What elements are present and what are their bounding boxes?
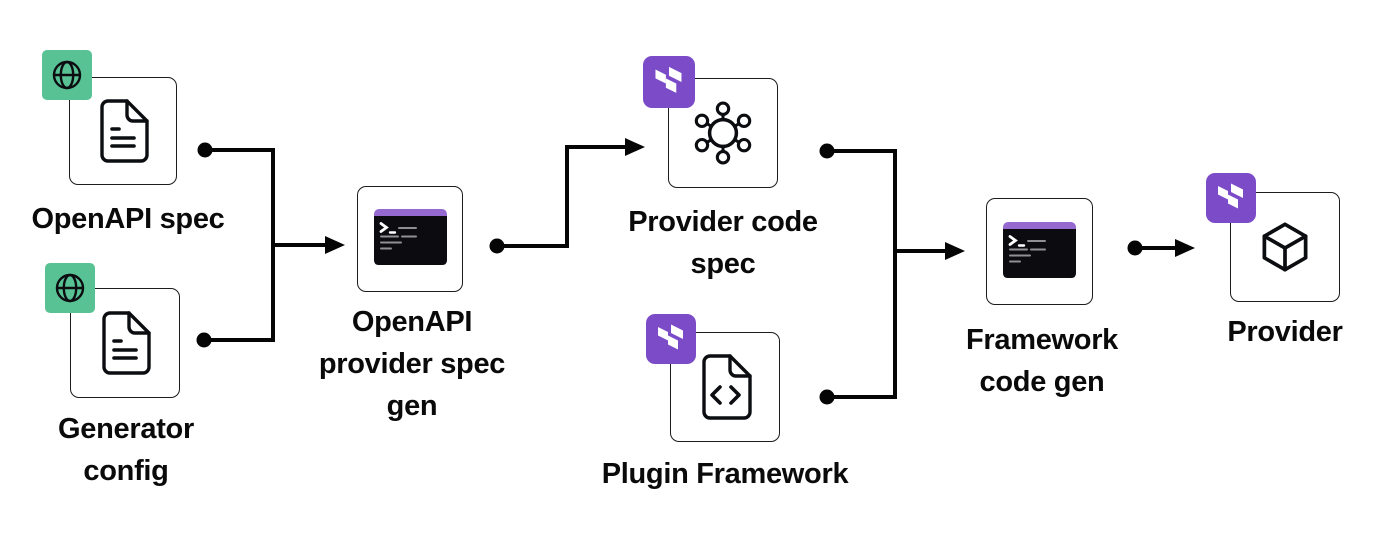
edge-dot <box>197 142 213 158</box>
terminal-icon <box>1003 221 1076 278</box>
plugin-framework-label: Plugin Framework <box>601 458 849 490</box>
framework-code-gen-label: Framework code gen <box>965 324 1119 398</box>
terraform-icon <box>658 324 683 350</box>
terraform-logo-badge <box>643 56 695 108</box>
terraform-logo-badge <box>1206 173 1256 223</box>
document-icon <box>102 311 151 375</box>
openapi-provider-spec-gen-label: OpenAPI provider spec gen <box>318 306 506 422</box>
provider-label: Provider <box>1227 316 1343 348</box>
terraform-logo-badge <box>646 314 696 364</box>
arrowhead-icon <box>1175 239 1195 257</box>
edge-spec-gen-out <box>497 145 626 248</box>
document-icon <box>100 99 149 163</box>
terraform-icon <box>1218 183 1243 209</box>
openapi-provider-spec-gen-node <box>357 186 463 292</box>
edge-merge-right <box>827 149 897 399</box>
globe-badge <box>45 263 95 313</box>
arrowhead-icon <box>945 242 965 260</box>
edge-dot <box>196 332 212 348</box>
generator-config-label: Generator config <box>58 413 194 487</box>
globe-badge <box>42 50 92 100</box>
edge-merge-left <box>204 148 275 342</box>
code-file-icon <box>702 354 752 420</box>
provider-code-spec-label: Provider code spec <box>628 206 818 280</box>
terraform-icon <box>655 66 682 93</box>
cube-icon <box>1262 222 1308 272</box>
terminal-icon <box>373 209 447 265</box>
arrowhead-icon <box>325 236 345 254</box>
openapi-spec-label: OpenAPI spec <box>31 203 225 235</box>
globe-icon <box>55 273 85 303</box>
network-hub-icon <box>694 101 752 165</box>
globe-icon <box>52 60 82 90</box>
framework-code-gen-node <box>986 198 1093 305</box>
arrowhead-icon <box>625 138 645 156</box>
